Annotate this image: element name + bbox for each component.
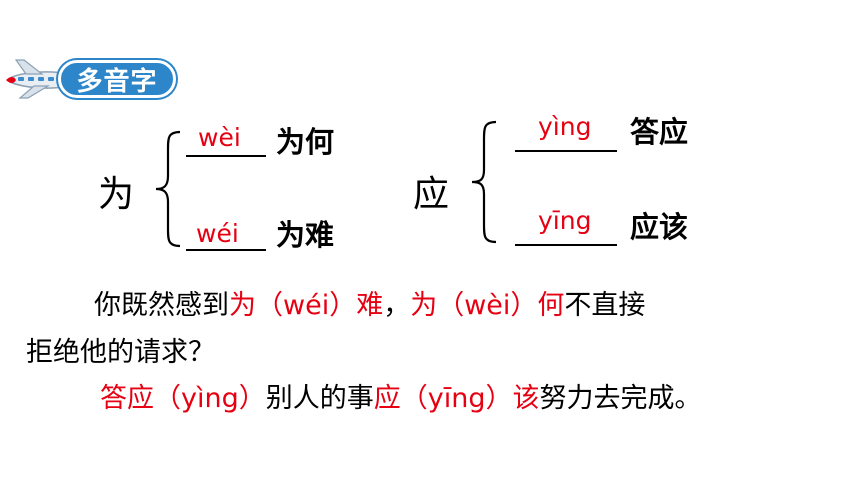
polyphone-char-wei: 为: [98, 174, 135, 215]
airplane-icon: [6, 59, 69, 99]
blank-wei-2: [186, 222, 266, 251]
word-ying-2: 应该: [630, 210, 689, 244]
banner-title: 多音字: [58, 60, 176, 98]
sentence-1-highlight-weinan: 为（wéi）难: [229, 290, 384, 321]
blank-wei-1: [186, 128, 266, 157]
blank-ying-2: [515, 214, 617, 246]
pinyin-ying-2: yīng: [538, 206, 592, 235]
sentence-2: 答应（yìng）别人的事应（yīng）该努力去完成。: [100, 383, 701, 415]
brace-ying: [471, 120, 497, 244]
blank-ying-1: [515, 120, 617, 152]
sentence-1-text-end: 不直接: [564, 290, 646, 321]
sentence-2-highlight-daying: 答应（yìng）: [100, 383, 266, 414]
sentence-1-comma: ，: [383, 290, 411, 321]
brace-wei: [155, 130, 181, 248]
word-wei-2: 为难: [276, 218, 335, 252]
pinyin-wei-1: wèi: [198, 123, 241, 152]
word-ying-1: 答应: [630, 115, 689, 149]
sentence-1-text: 你既然感到: [94, 290, 229, 321]
sentence-1-line-2: 拒绝他的请求？: [26, 337, 215, 368]
sentence-2-highlight-yinggai: 应（yīng）该: [373, 383, 540, 414]
sentence-1-highlight-weihe: 为（wèi）何: [410, 290, 565, 321]
pinyin-ying-1: yìng: [538, 112, 592, 141]
sentence-2-text: 别人的事: [265, 383, 374, 414]
word-wei-1: 为何: [276, 125, 335, 159]
polyphone-char-ying: 应: [413, 174, 450, 215]
sentence-2-text-end: 努力去完成。: [539, 383, 702, 414]
sentence-1-line-1: 你既然感到为（wéi）难，为（wèi）何不直接: [94, 290, 645, 322]
pinyin-wei-2: wéi: [196, 219, 239, 248]
